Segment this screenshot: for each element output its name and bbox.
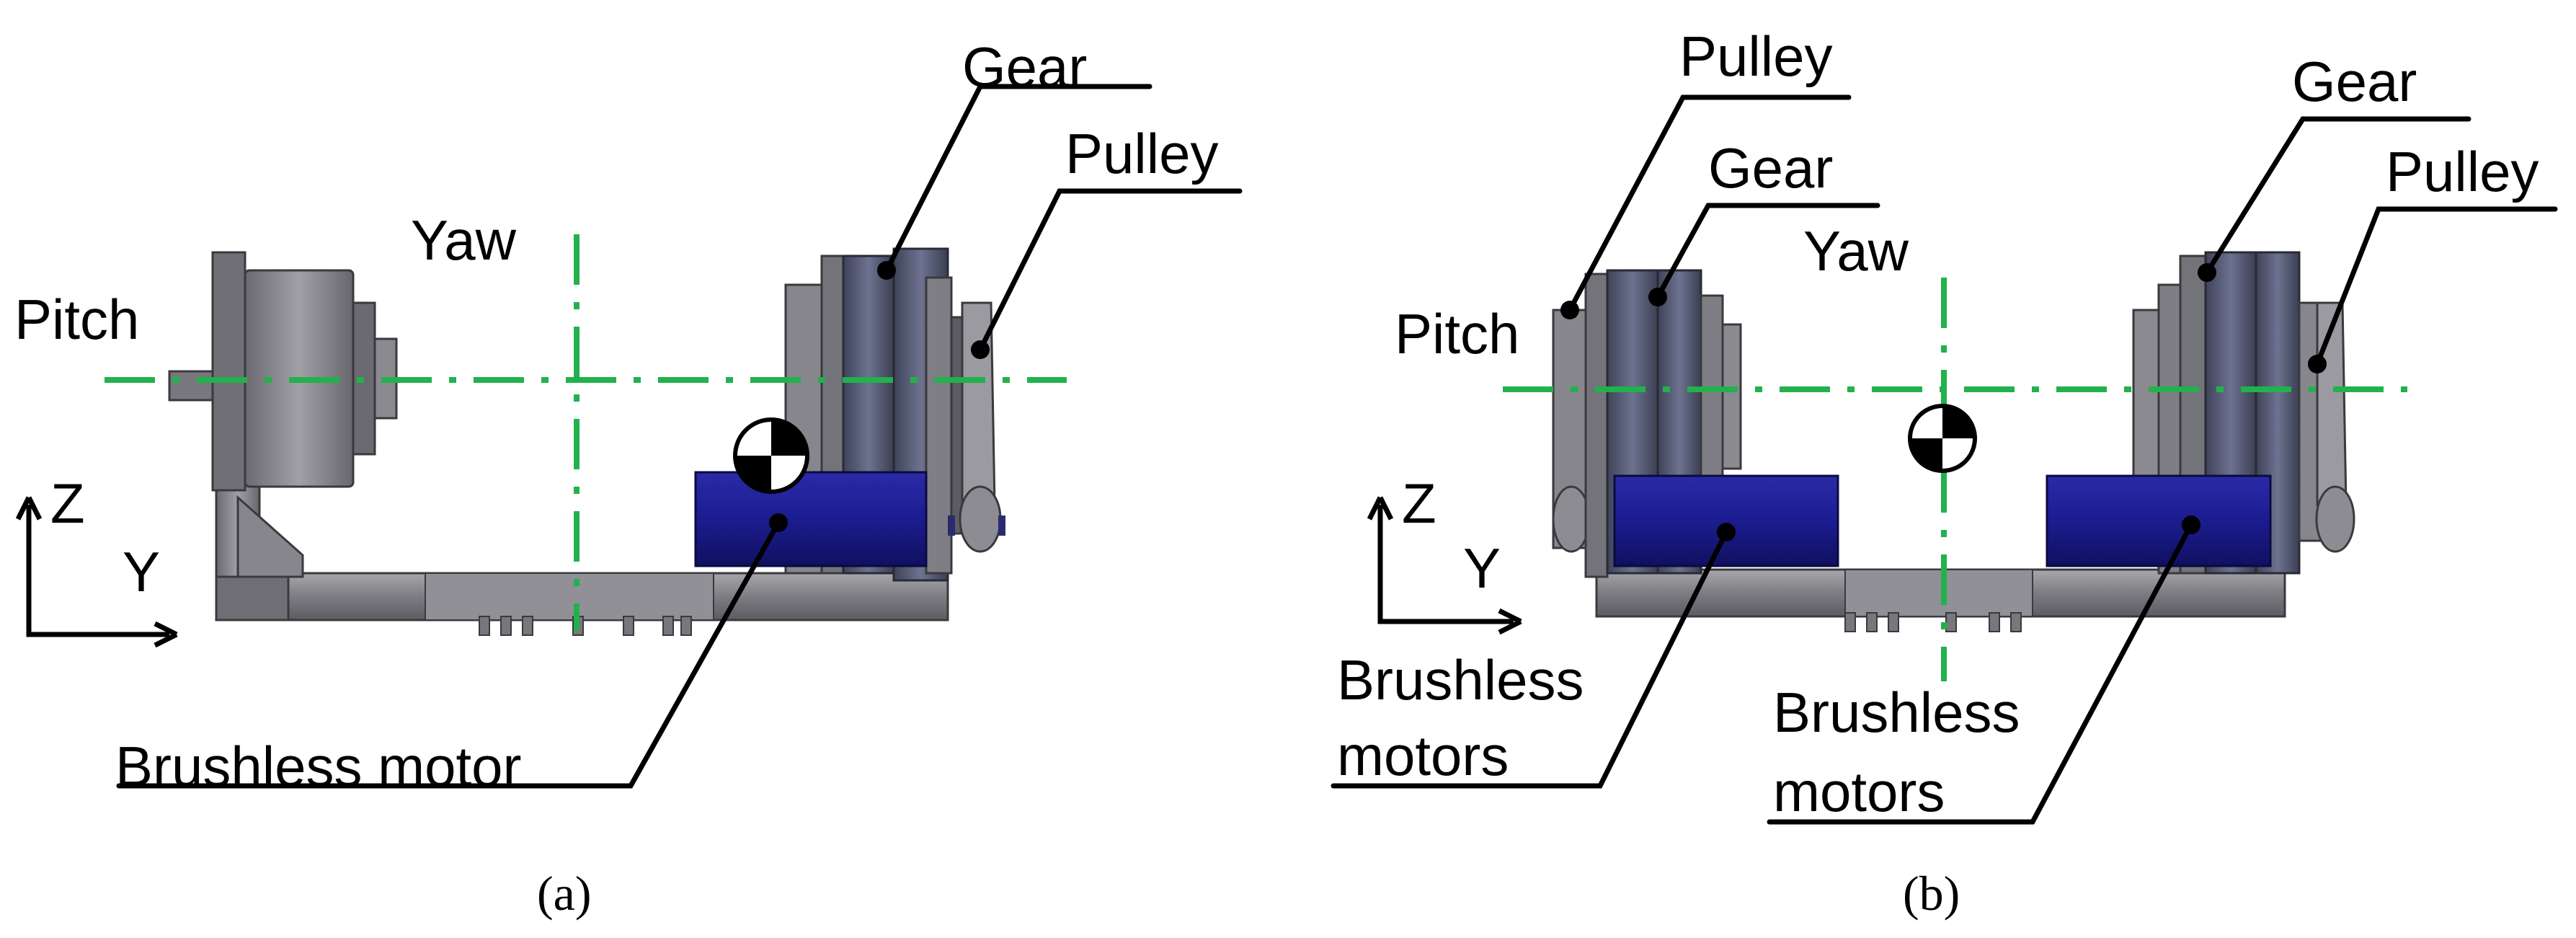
label-gear: Gear (962, 35, 1087, 99)
label-brushless-motor: Brushless motor (115, 735, 522, 798)
label-gear-left: Gear (1708, 136, 1833, 200)
label-motors-right-line1: Brushless (1773, 681, 2020, 744)
pitch-actuator (168, 251, 398, 492)
panel-b: Pulley Gear Gear Pulley Yaw Pitch Brushl… (1331, 25, 2558, 921)
panel-a: Gear Pulley Yaw Pitch Brushless motor Z … (14, 35, 1243, 921)
label-y: Y (123, 540, 160, 603)
label-z: Z (50, 472, 85, 535)
label-y-b: Y (1463, 536, 1501, 600)
caption-b: (b) (1903, 866, 1960, 921)
leader-lines-b (1331, 94, 2558, 825)
caption-a: (a) (537, 866, 591, 921)
label-motors-left-line2: motors (1337, 724, 1509, 787)
base-plate-b (1595, 568, 2286, 632)
right-actuator-b (2132, 251, 2355, 575)
label-motors-right-line2: motors (1773, 760, 1945, 823)
label-yaw: Yaw (411, 208, 517, 272)
label-pitch-b: Pitch (1395, 302, 1519, 366)
center-of-mass-icon (1908, 404, 1977, 473)
center-of-mass-icon (733, 417, 809, 494)
label-z-b: Z (1402, 472, 1436, 535)
label-gear-right: Gear (2292, 50, 2417, 113)
label-pulley-right: Pulley (2386, 140, 2539, 203)
base-plate (215, 572, 949, 636)
coordinate-axes-icon (15, 496, 178, 648)
brushless-motor-right-block (2046, 474, 2272, 567)
leader-lines-a (116, 84, 1243, 789)
label-motors-left-line1: Brushless (1337, 648, 1584, 712)
label-pitch: Pitch (14, 288, 139, 351)
label-pulley: Pulley (1065, 122, 1218, 185)
label-yaw-b: Yaw (1803, 219, 1909, 283)
brushless-motor-left-block (1613, 474, 1839, 567)
coordinate-axes-icon (1367, 496, 1522, 635)
label-pulley-left: Pulley (1679, 25, 1832, 88)
brushless-motor-block (694, 471, 928, 567)
